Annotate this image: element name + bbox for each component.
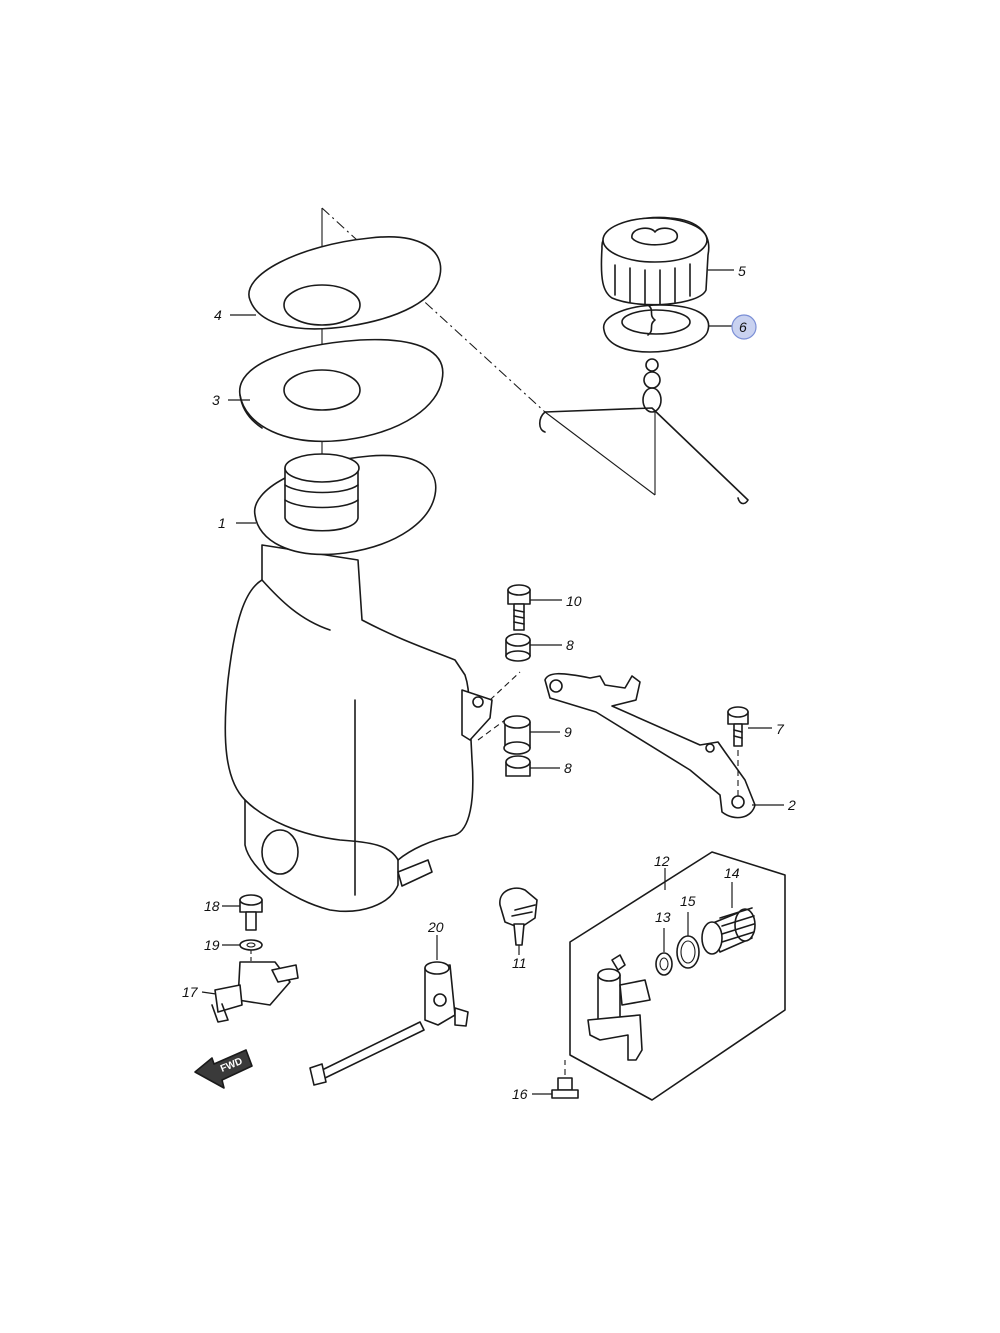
callout-18[interactable]: 18: [204, 898, 220, 914]
part-19-washer[interactable]: [239, 939, 263, 951]
part-5-filler-cap[interactable]: [600, 216, 710, 306]
callout-8-top[interactable]: 8: [566, 637, 574, 653]
callout-12[interactable]: 12: [654, 853, 670, 869]
part-18-bolt[interactable]: [239, 894, 263, 931]
part-9-grommet[interactable]: [503, 715, 531, 755]
callout-16[interactable]: 16: [512, 1086, 528, 1102]
mount-guide-lines: [477, 671, 521, 741]
callout-9[interactable]: 9: [564, 724, 572, 740]
part-15-gasket[interactable]: [676, 935, 700, 969]
callout-6[interactable]: 6: [739, 319, 747, 335]
callout-2[interactable]: 2: [787, 797, 796, 813]
part-6-washer[interactable]: [603, 304, 710, 353]
part-20-drain[interactable]: [309, 961, 469, 1086]
callout-7[interactable]: 7: [776, 721, 785, 737]
callout-19[interactable]: 19: [204, 937, 220, 953]
retainer-wire[interactable]: [538, 358, 749, 505]
part-16-screw[interactable]: [551, 1060, 579, 1099]
part-2-bracket[interactable]: [544, 672, 756, 819]
callout-10[interactable]: 10: [566, 593, 582, 609]
part-12-fuel-cock-assembly[interactable]: [569, 851, 786, 1101]
part-8-collar-top[interactable]: [505, 633, 531, 662]
callout-6-highlight: [731, 314, 757, 340]
part-11-knob[interactable]: [499, 887, 538, 946]
callout-14[interactable]: 14: [724, 865, 740, 881]
part-14-strainer[interactable]: [701, 907, 756, 955]
part-7-bolt[interactable]: [727, 706, 749, 796]
callout-4[interactable]: 4: [214, 307, 222, 323]
part-1-fuel-tank[interactable]: [224, 453, 493, 913]
part-10-bolt[interactable]: [507, 584, 531, 631]
part-8-collar-bottom[interactable]: [505, 755, 531, 777]
callout-3[interactable]: 3: [212, 392, 220, 408]
part-17-fitting[interactable]: [211, 950, 299, 1023]
callout-11[interactable]: 11: [512, 955, 527, 971]
callout-15[interactable]: 15: [680, 893, 696, 909]
callout-20[interactable]: 20: [427, 919, 444, 935]
callout-17[interactable]: 17: [182, 984, 199, 1000]
callout-1[interactable]: 1: [218, 515, 226, 531]
part-4-gasket[interactable]: [248, 236, 442, 330]
part-3-seal[interactable]: [239, 338, 444, 442]
callout-8-bottom[interactable]: 8: [564, 760, 572, 776]
part-13-o-ring[interactable]: [655, 952, 673, 976]
callouts: 1 2 3 4 5 6 7 8 9 8 10 11 1: [182, 263, 796, 1102]
callout-13[interactable]: 13: [655, 909, 671, 925]
fwd-arrow-icon: FWD: [194, 1049, 253, 1089]
callout-5[interactable]: 5: [738, 263, 746, 279]
